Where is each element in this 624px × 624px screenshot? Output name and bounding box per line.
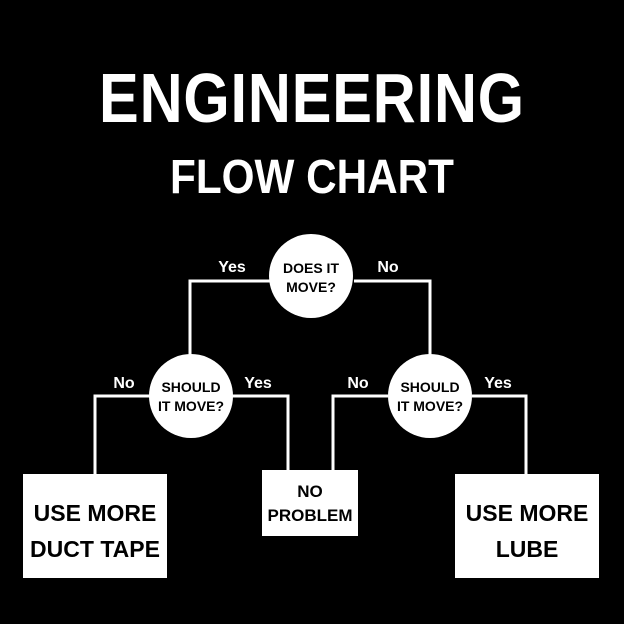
edge-right-no-line (331, 394, 388, 470)
title-line-1: ENGINEERING (99, 59, 525, 137)
decision-root: DOES IT MOVE? (269, 234, 353, 318)
title-line-2: FLOW CHART (170, 151, 454, 204)
edge-label-right-yes: Yes (484, 375, 512, 392)
outcome-duct-tape-line-1: USE MORE (34, 500, 157, 526)
connector-lines (93, 279, 528, 474)
outcome-no-problem: NO PROBLEM (262, 470, 358, 536)
edge-root-yes-line (188, 279, 270, 356)
edge-label-root-yes: Yes (218, 259, 246, 276)
edge-left-no-line (93, 394, 150, 474)
outcome-duct-tape: USE MORE DUCT TAPE (23, 474, 167, 578)
edge-right-yes-line (472, 394, 528, 474)
decision-right: SHOULD IT MOVE? (388, 354, 472, 438)
edge-label-right-no: No (347, 375, 369, 392)
outcome-lube-line-1: USE MORE (466, 500, 589, 526)
outcome-no-problem-line-2: PROBLEM (268, 506, 353, 525)
outcome-no-problem-line-1: NO (297, 482, 323, 501)
edge-root-no-line (354, 279, 432, 356)
edge-label-left-no: No (113, 375, 135, 392)
decision-right-line-2: IT MOVE? (397, 398, 463, 414)
outcome-duct-tape-line-2: DUCT TAPE (30, 536, 160, 562)
decision-left-line-1: SHOULD (161, 379, 220, 395)
decision-right-line-1: SHOULD (400, 379, 459, 395)
edge-label-left-yes: Yes (244, 375, 272, 392)
decision-root-line-1: DOES IT (283, 260, 339, 276)
decision-root-line-2: MOVE? (286, 279, 336, 295)
outcome-lube-line-2: LUBE (496, 536, 559, 562)
decision-left-line-2: IT MOVE? (158, 398, 224, 414)
edge-left-yes-line (232, 394, 290, 470)
decision-left: SHOULD IT MOVE? (149, 354, 233, 438)
outcome-lube: USE MORE LUBE (455, 474, 599, 578)
edge-label-root-no: No (377, 259, 399, 276)
